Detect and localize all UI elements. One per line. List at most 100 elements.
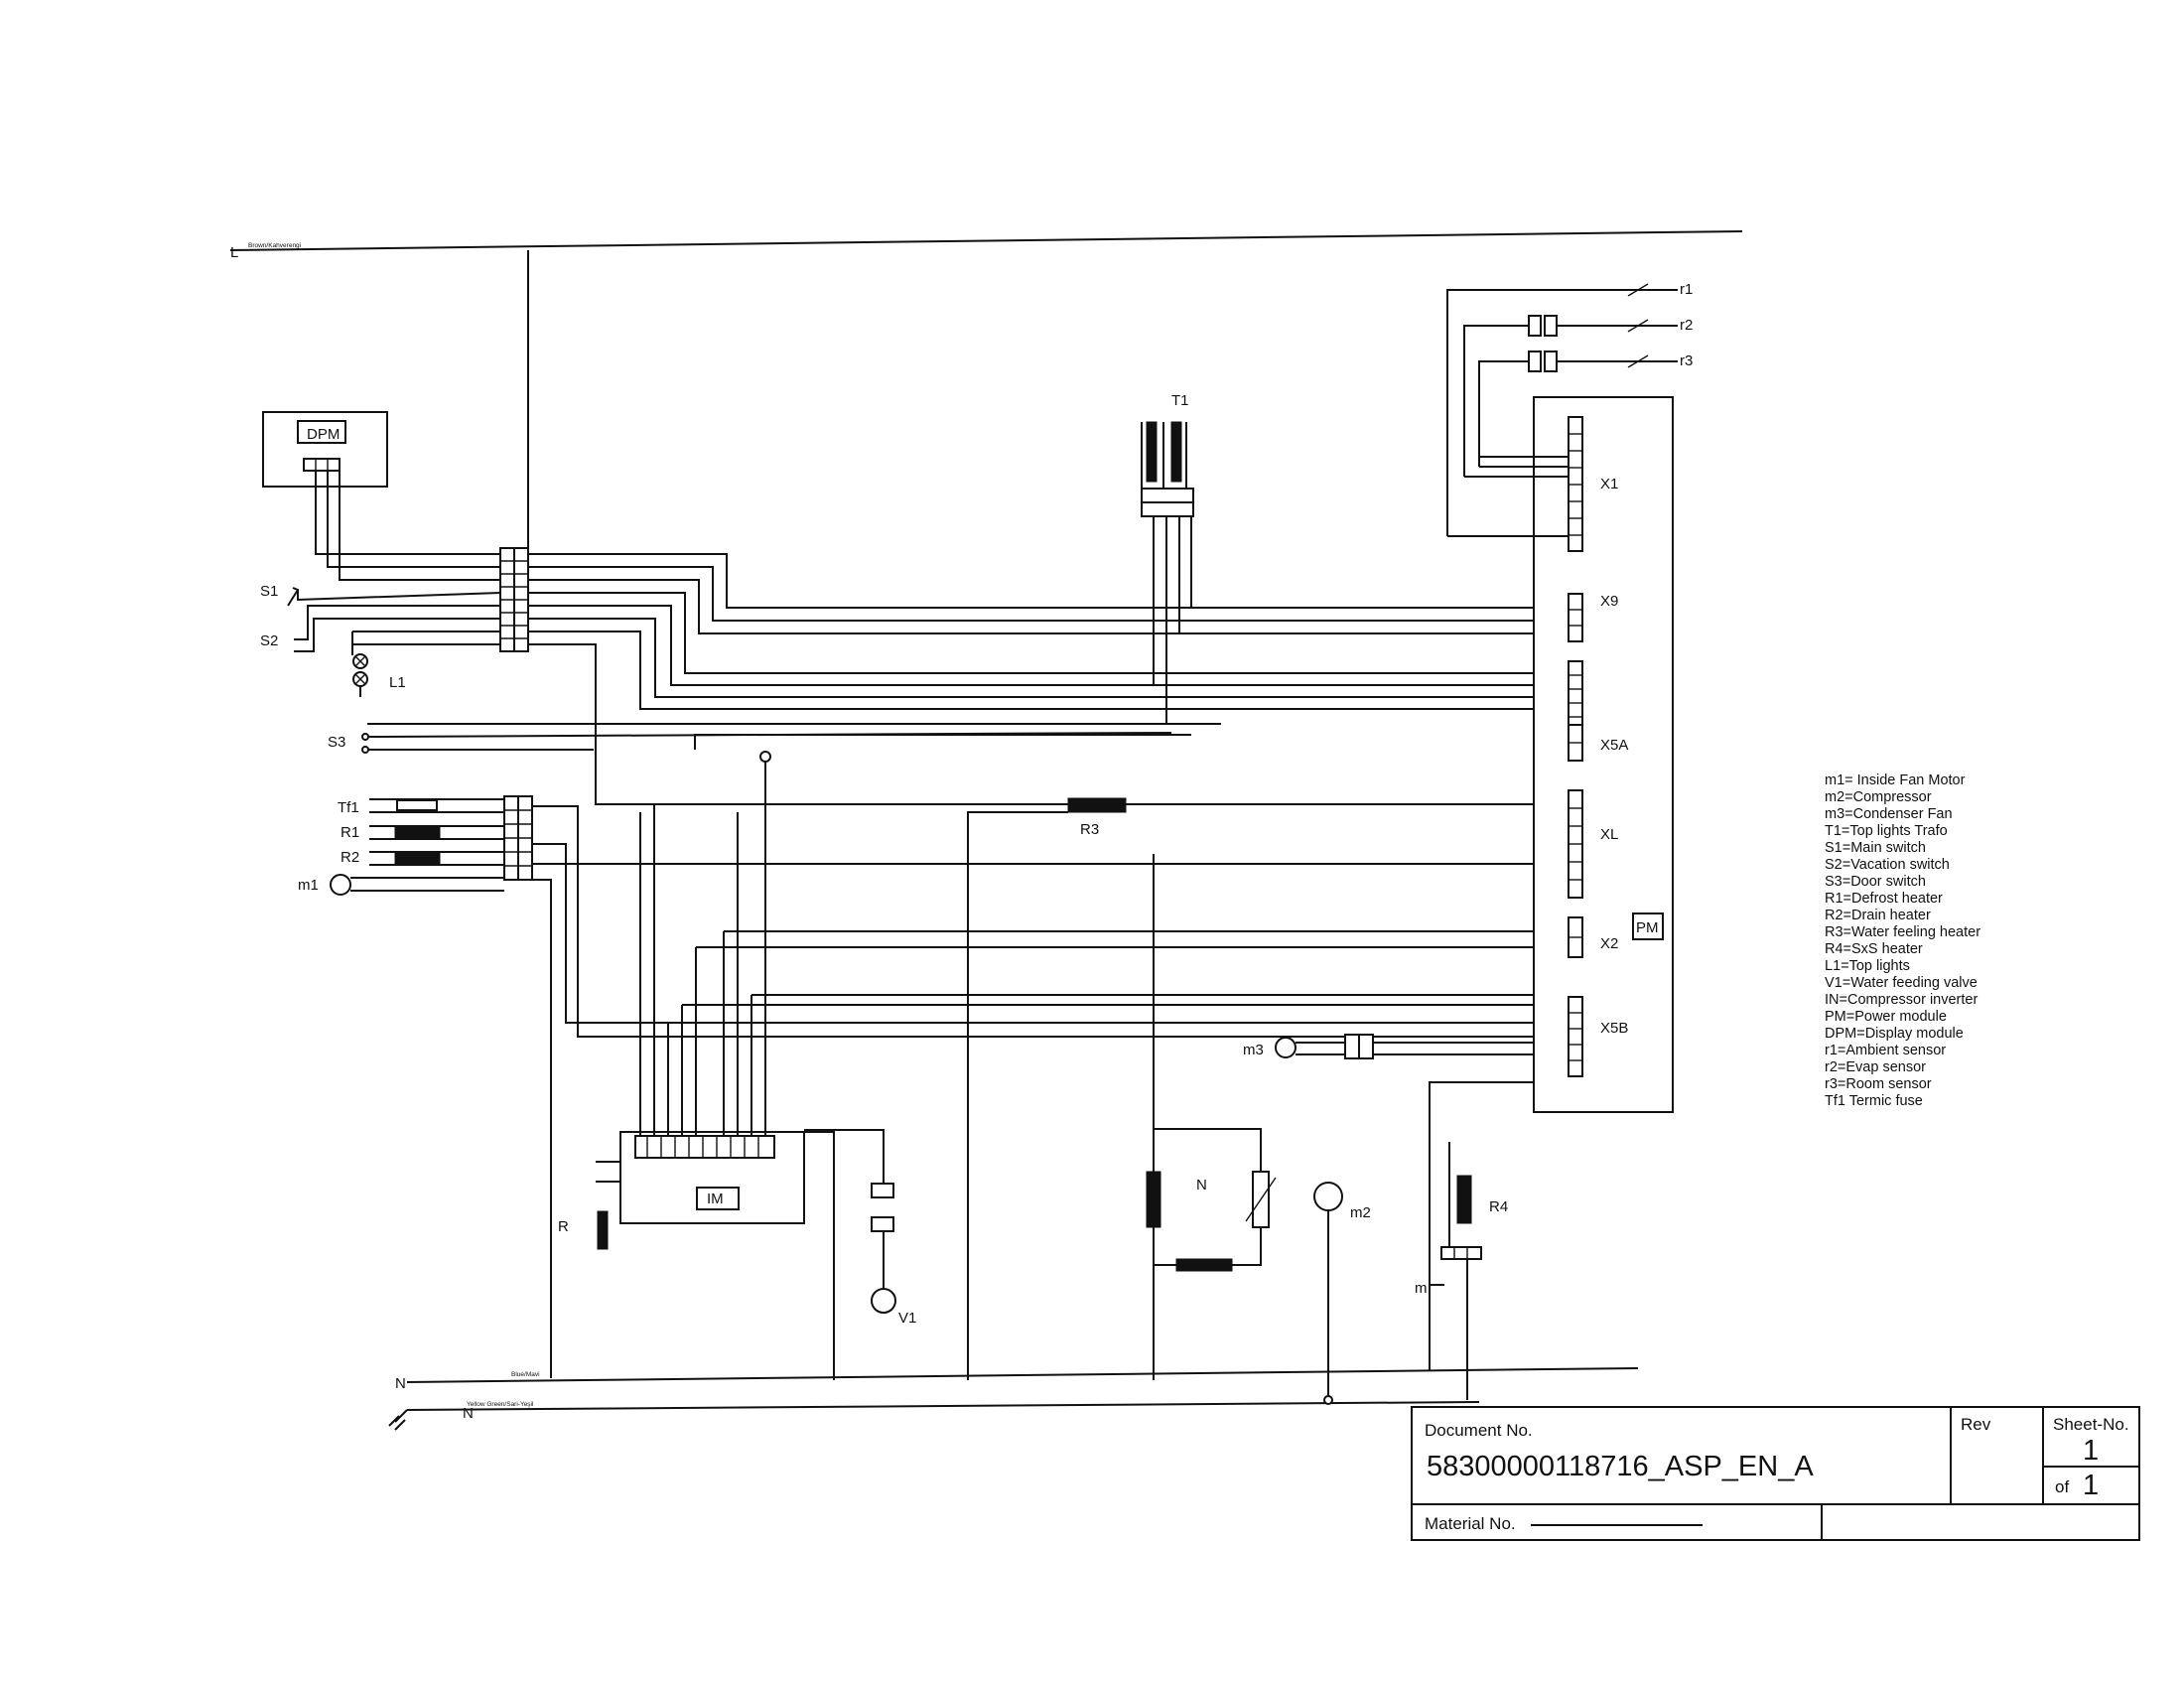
document-label: Document No.: [1425, 1421, 1533, 1440]
legend-line: IN=Compressor inverter: [1825, 992, 1978, 1008]
legend-line: R1=Defrost heater: [1825, 891, 1943, 907]
t1-primary-coil: [1146, 421, 1158, 483]
m1-motor-icon: [330, 874, 351, 896]
r2-heater: [394, 851, 441, 866]
s2-label: S2: [260, 632, 278, 649]
legend-line: S1=Main switch: [1825, 840, 1926, 856]
r-small-heater: [597, 1210, 609, 1250]
legend-line: S3=Door switch: [1825, 874, 1926, 890]
sensor-r1-label: r1: [1680, 281, 1693, 298]
sheet-number: 1: [2083, 1435, 2099, 1467]
r2-label: R2: [341, 849, 359, 866]
legend-line: T1=Top lights Trafo: [1825, 823, 1948, 839]
ground-rail: [406, 1401, 1480, 1411]
legend-line: r3=Room sensor: [1825, 1076, 1932, 1092]
dpm-label-box: [297, 420, 346, 444]
m2-motor-icon: [1313, 1182, 1343, 1211]
top-lights-l1: L1: [351, 631, 500, 697]
r4-label: R4: [1489, 1198, 1508, 1215]
s1-label: S1: [260, 583, 278, 600]
connector-x1: X1: [1447, 416, 1618, 552]
legend-line: DPM=Display module: [1825, 1026, 1964, 1042]
xl-label: XL: [1600, 826, 1618, 843]
compressor-inverter: IM R: [558, 751, 1534, 1380]
x5a-label: X5A: [1600, 737, 1628, 754]
ground-rail-wire-color: Yellow Green/Sari-Yeşil: [467, 1401, 534, 1408]
r3-heater: [1067, 797, 1127, 813]
m3-motor-icon: [1275, 1037, 1297, 1058]
legend-line: S2=Vacation switch: [1825, 857, 1950, 873]
x9-label: X9: [1600, 593, 1618, 610]
compressor-winding: [1175, 1258, 1233, 1272]
legend-line: R2=Drain heater: [1825, 908, 1931, 923]
legend-line: R4=SxS heater: [1825, 941, 1923, 957]
valve-coil-icon: [871, 1288, 896, 1314]
r3-label: R3: [1080, 821, 1099, 838]
connector-x9: X9: [1568, 593, 1618, 642]
legend-line: m1= Inside Fan Motor: [1825, 772, 1966, 788]
n-coil: [1146, 1171, 1161, 1228]
s3-label: S3: [328, 734, 345, 751]
tf1-label: Tf1: [338, 799, 359, 816]
m-small-label: m: [1415, 1280, 1428, 1297]
neutral-rail: [406, 1367, 1639, 1383]
t1-label: T1: [1171, 392, 1189, 409]
lower-left-loads: Tf1 R1 R2 m1: [298, 795, 1534, 1378]
connector-xl: XL: [1568, 789, 1618, 899]
r4-heater: [1456, 1175, 1472, 1224]
x1-label: X1: [1600, 476, 1618, 492]
transformer-t1: T1: [1141, 392, 1194, 724]
legend-line: L1=Top lights: [1825, 958, 1910, 974]
m3-label: m3: [1243, 1042, 1264, 1058]
of-label: of: [2055, 1477, 2069, 1496]
dpm-connector: [303, 458, 341, 472]
connector-unlabeled: [1568, 660, 1583, 734]
document-number: 58300000118716_ASP_EN_A: [1427, 1451, 1814, 1482]
switch-s2: S2: [260, 605, 500, 652]
tf1-fuse: [396, 799, 438, 811]
sensors: r1 r2 r3: [1446, 281, 1693, 536]
neutral-rail-label: N: [395, 1375, 406, 1392]
title-block: Document No. 58300000118716_ASP_EN_A Rev…: [1411, 1406, 2140, 1541]
line-rail-wire-color: Brown/Kahverengi: [248, 242, 301, 249]
legend-line: m2=Compressor: [1825, 789, 1932, 805]
legend-line: Tf1 Termic fuse: [1825, 1093, 1923, 1109]
neutral-rail-wire-color: Blue/Mavi: [511, 1371, 540, 1378]
legend-line: PM=Power module: [1825, 1009, 1947, 1025]
left-terminal-block: [499, 547, 529, 652]
t1-secondary-coil: [1170, 421, 1182, 483]
m2-label: m2: [1350, 1204, 1371, 1221]
ground-icon: [388, 1409, 408, 1431]
line-rail-label: L: [230, 244, 238, 261]
sensor-r2-label: r2: [1680, 317, 1693, 334]
water-valve-v1: V1: [804, 1129, 916, 1327]
line-rail: [229, 230, 1743, 251]
dpm-label: DPM: [307, 426, 340, 443]
pm-label: PM: [1636, 919, 1659, 936]
connector-x5a: X5A: [1568, 724, 1628, 762]
r-small-label: R: [558, 1218, 569, 1235]
compressor-block: N m2: [1146, 854, 1371, 1405]
heater-r4: R4 m: [1415, 1081, 1534, 1400]
pm-box: [1632, 912, 1664, 940]
legend-line: V1=Water feeding valve: [1825, 975, 1978, 991]
connector-x5b: X5B: [1568, 996, 1628, 1077]
condenser-fan-m3: m3: [1243, 1034, 1534, 1059]
im-label: IM: [707, 1191, 724, 1207]
l1-label: L1: [389, 674, 406, 691]
connector-x2: X2 PM: [1568, 912, 1664, 958]
im-label-box: [696, 1187, 740, 1210]
rev-label: Rev: [1961, 1415, 1991, 1434]
display-module: DPM: [262, 411, 388, 488]
v1-label: V1: [898, 1310, 916, 1327]
switch-s1: S1: [260, 583, 501, 607]
r1-heater: [394, 825, 441, 840]
sensor-r3-label: r3: [1680, 352, 1693, 369]
x2-label: X2: [1600, 935, 1618, 952]
legend-line: r1=Ambient sensor: [1825, 1043, 1946, 1058]
m1-label: m1: [298, 877, 319, 894]
legend-line: R3=Water feeling heater: [1825, 924, 1980, 940]
n-coil-label: N: [1196, 1177, 1207, 1193]
r1-label: R1: [341, 824, 359, 841]
heater-r3: R3: [967, 797, 1534, 1380]
